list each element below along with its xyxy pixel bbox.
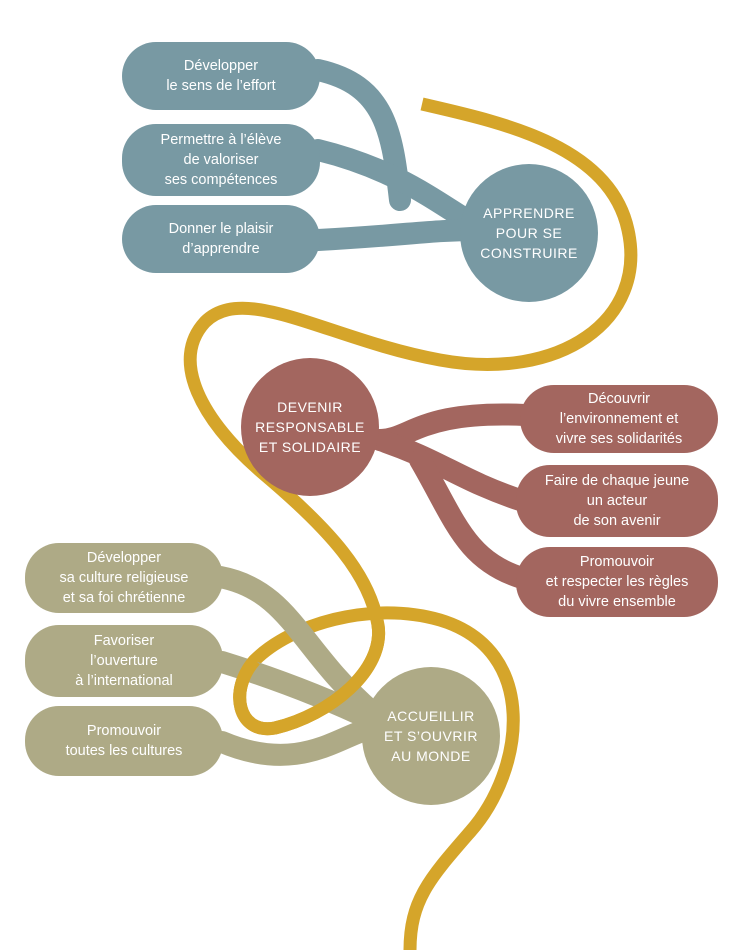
connector-devenir-2 <box>369 429 531 511</box>
item-toutes-cultures: Promouvoir toutes les cultures <box>25 706 223 776</box>
item-culture-religieuse: Développer sa culture religieuse et sa f… <box>25 543 223 613</box>
hub-apprendre: APPRENDRE POUR SE CONSTRUIRE <box>460 164 598 302</box>
item-valoriser-competences: Permettre à l’élève de valoriser ses com… <box>122 124 320 196</box>
connector-apprendre-3 <box>307 219 491 251</box>
item-decouvrir-environnement: Découvrir l’environnement et vivre ses s… <box>520 385 718 453</box>
hub-accueillir: ACCUEILLIR ET S’OUVRIR AU MONDE <box>362 667 500 805</box>
connector-devenir-3 <box>409 449 533 589</box>
item-acteur-avenir: Faire de chaque jeune un acteur de son a… <box>516 465 718 537</box>
item-ouverture-international: Favoriser l’ouverture à l’international <box>25 625 223 697</box>
ribbon-path <box>183 97 638 950</box>
connector-devenir-1 <box>369 403 536 451</box>
hub-devenir: DEVENIR RESPONSABLE ET SOLIDAIRE <box>241 358 379 496</box>
item-plaisir-apprendre: Donner le plaisir d’apprendre <box>122 205 320 273</box>
ribbon-overlap-segment <box>233 624 386 736</box>
item-vivre-ensemble: Promouvoir et respecter les règles du vi… <box>516 547 718 617</box>
item-developper-effort: Développer le sens de l’effort <box>122 42 320 110</box>
connector-accueillir-3 <box>211 717 383 766</box>
